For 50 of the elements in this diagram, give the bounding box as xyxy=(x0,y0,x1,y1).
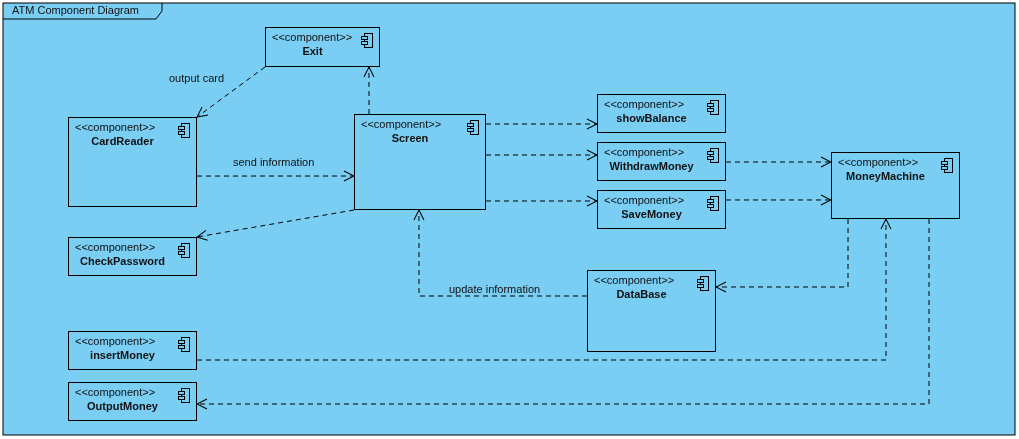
diagram-title: ATM Component Diagram xyxy=(12,4,139,16)
component-name: showBalance xyxy=(615,112,688,124)
component-box xyxy=(587,270,716,352)
stereotype-label: <<component>> xyxy=(75,241,156,253)
stereotype-label: <<component>> xyxy=(604,98,685,110)
edge-label: update information xyxy=(448,283,542,295)
component-box xyxy=(68,117,197,207)
component-name: SaveMoney xyxy=(620,208,683,220)
dependency-arrow xyxy=(196,218,892,361)
stereotype-label: <<component>> xyxy=(75,386,156,398)
stereotype-label: <<component>> xyxy=(75,121,156,133)
dependency-arrow xyxy=(363,66,375,115)
stereotype-label: <<component>> xyxy=(838,156,919,168)
component-box xyxy=(597,94,726,133)
component-box xyxy=(597,190,726,229)
stereotype-label: <<component>> xyxy=(604,194,685,206)
component-box xyxy=(597,142,726,181)
stereotype-label: <<component>> xyxy=(75,335,156,347)
component-name: insertMoney xyxy=(89,349,156,361)
dependency-arrow xyxy=(196,218,930,410)
component-name: WithdrawMoney xyxy=(608,160,695,172)
dependency-arrow xyxy=(413,209,588,297)
component-box xyxy=(265,27,380,67)
component-box xyxy=(831,152,960,219)
dependency-arrow xyxy=(485,149,598,161)
edge-label: output card xyxy=(168,72,226,84)
dependency-arrow xyxy=(485,118,598,130)
stereotype-label: <<component>> xyxy=(272,31,353,43)
component-box xyxy=(68,237,197,276)
component-box xyxy=(68,331,197,370)
dependency-arrow xyxy=(725,194,832,206)
dependency-arrow xyxy=(196,66,266,118)
component-name: Screen xyxy=(390,132,430,144)
component-name: Exit xyxy=(301,45,324,57)
dependency-arrow xyxy=(196,170,355,182)
dependency-arrow xyxy=(196,209,355,241)
dependency-arrow xyxy=(715,218,849,293)
stereotype-label: <<component>> xyxy=(594,274,675,286)
component-name: OutputMoney xyxy=(86,400,159,412)
component-name: CardReader xyxy=(90,135,155,147)
stereotype-label: <<component>> xyxy=(604,146,685,158)
component-box xyxy=(354,114,486,210)
edge-label: send information xyxy=(232,156,316,168)
component-name: DataBase xyxy=(615,288,668,300)
dependency-arrow xyxy=(485,195,598,207)
component-name: MoneyMachine xyxy=(845,170,926,182)
stereotype-label: <<component>> xyxy=(361,118,442,130)
component-name: CheckPassword xyxy=(79,255,166,267)
dependency-arrow xyxy=(725,156,832,168)
component-box xyxy=(68,382,197,421)
